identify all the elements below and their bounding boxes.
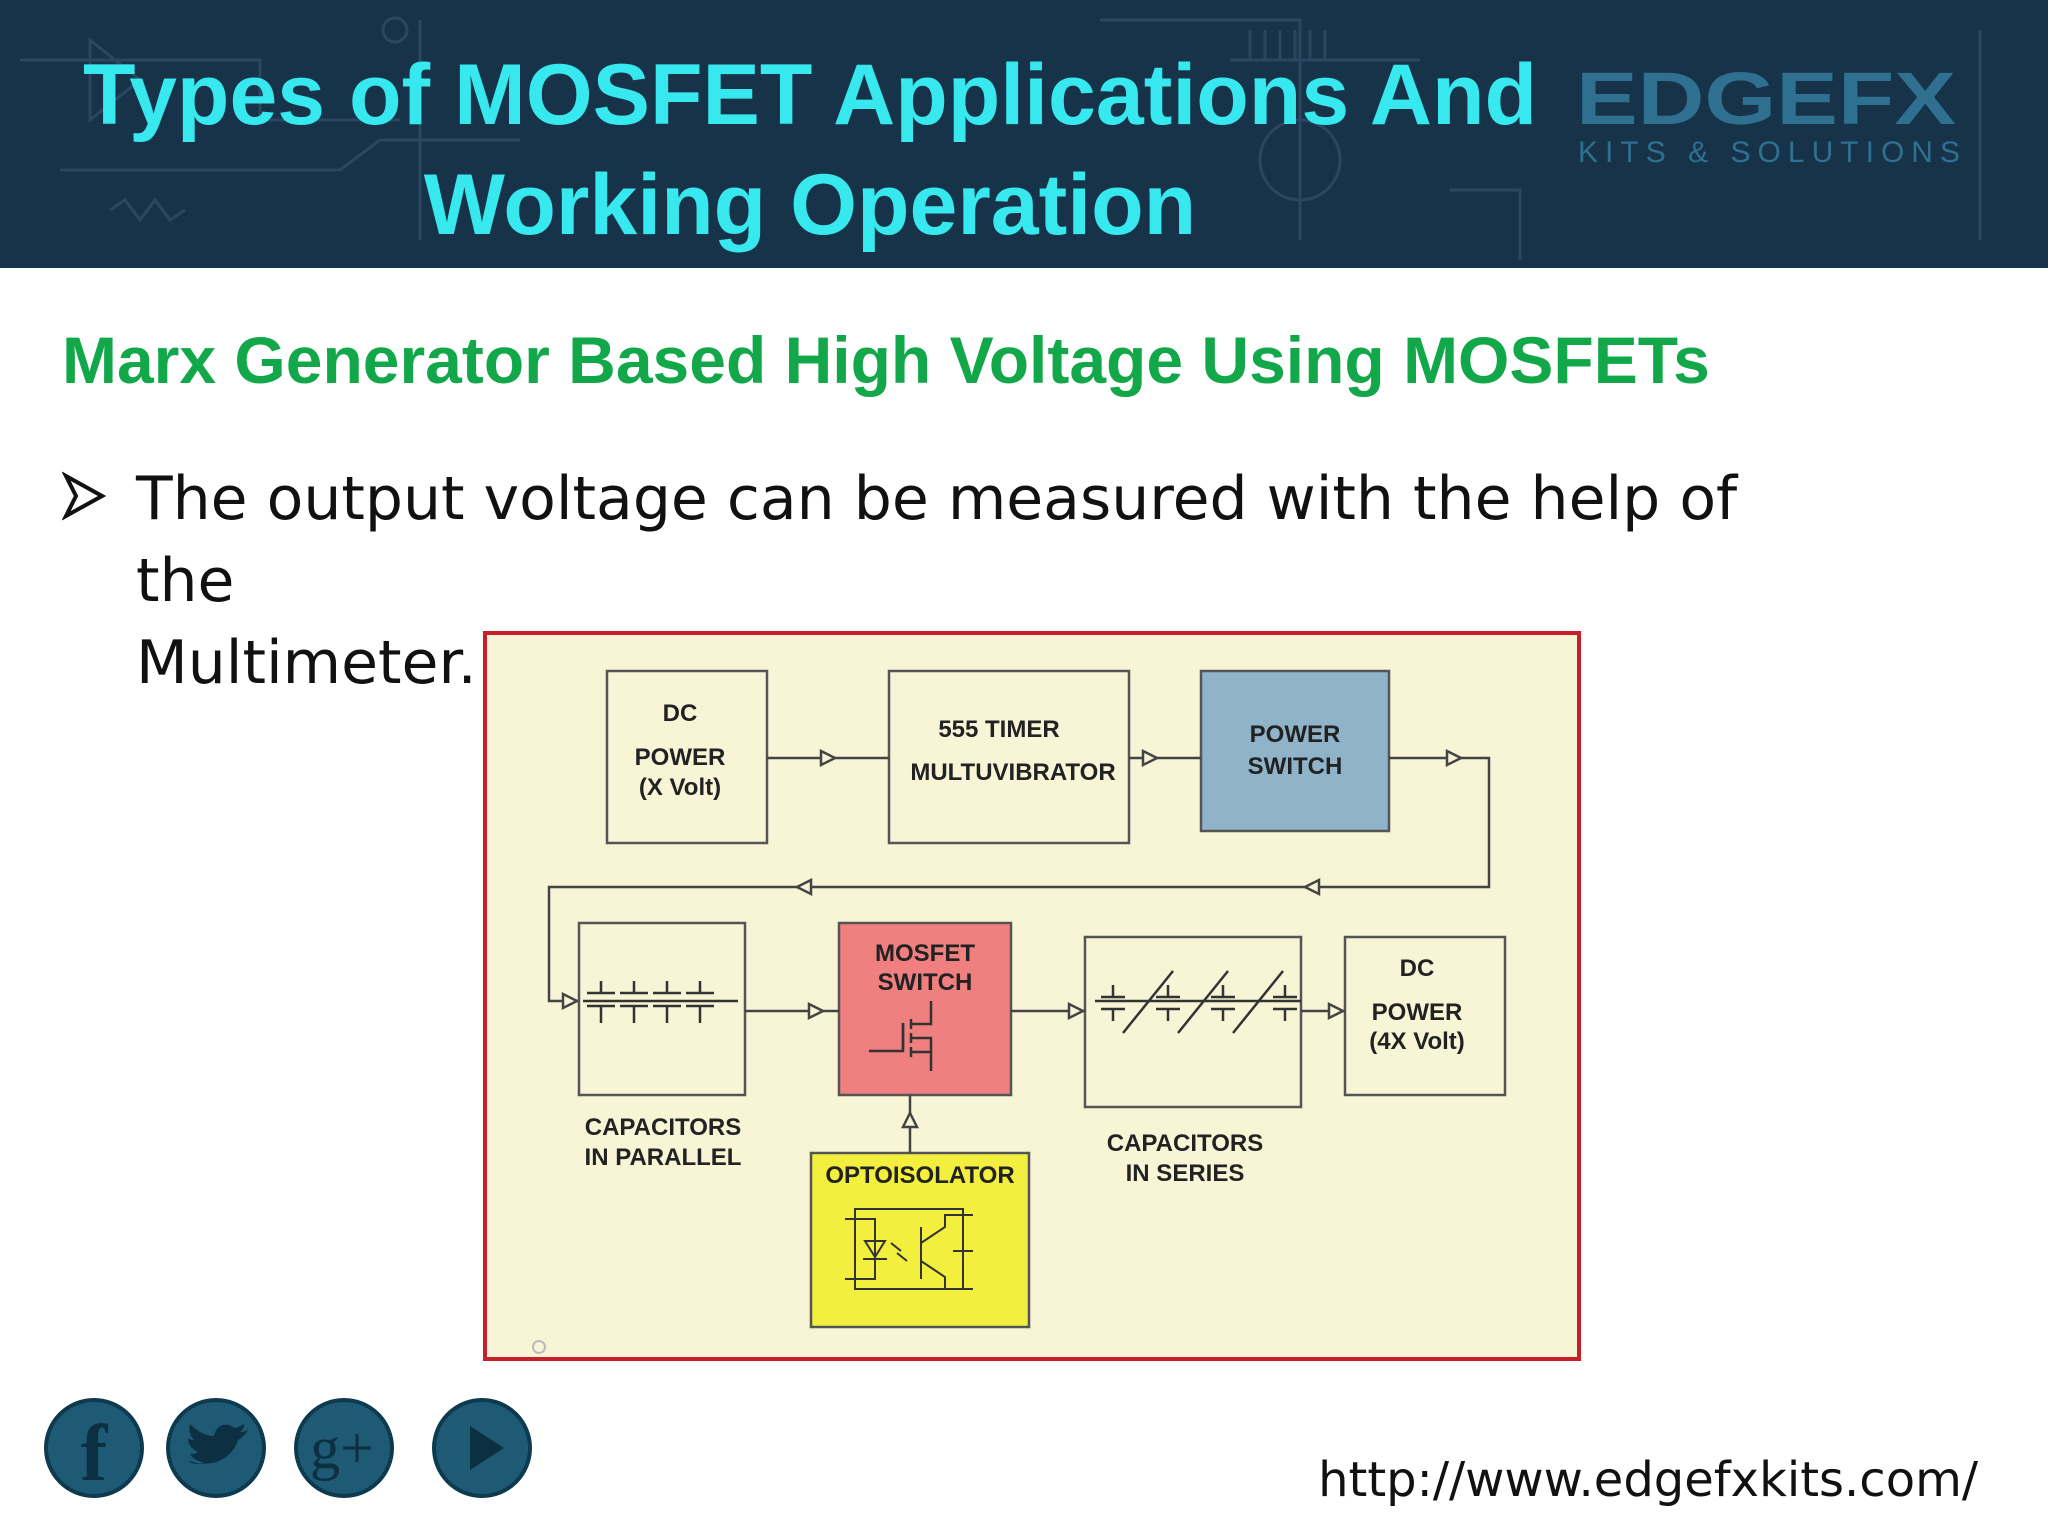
dc-power-in-label-1: DC xyxy=(663,700,698,727)
dc-power-input-block: DC POWER (X Volt) xyxy=(605,669,769,845)
flow-arrowheads xyxy=(561,748,1464,1011)
dc-power-out-label-3: (4X Volt) xyxy=(1369,1028,1465,1055)
bottom-flow-arrowheads xyxy=(807,1001,1346,1129)
logo-main-text: EDGEFX xyxy=(1576,62,1956,140)
svg-text:f: f xyxy=(81,1410,109,1498)
dc-power-out-label-1: DC xyxy=(1400,955,1435,982)
header-banner: Types of MOSFET Applications And Working… xyxy=(0,0,2048,268)
circuit-background-pattern xyxy=(20,16,1982,260)
timer-label-2: MULTUVIBRATOR xyxy=(910,759,1115,786)
google-plus-glyph: g+ xyxy=(310,1415,374,1481)
series-capacitors-block: CAPACITORS IN SERIES xyxy=(1083,935,1303,1187)
parallel-capacitors-block: CAPACITORS IN PARALLEL xyxy=(577,921,747,1171)
timer-label-1: 555 TIMER xyxy=(938,716,1059,743)
bullet-line-2: Multimeter. xyxy=(136,628,477,698)
section-heading: Marx Generator Based High Voltage Using … xyxy=(62,323,1710,397)
bullet-line-1: The output voltage can be measured with … xyxy=(136,464,1738,616)
cap-parallel-label-1: CAPACITORS xyxy=(585,1114,741,1141)
mosfet-switch-block: MOSFET SWITCH xyxy=(837,921,1013,1097)
dc-power-in-label-2: POWER xyxy=(635,744,726,771)
power-switch-block: POWER SWITCH xyxy=(1199,669,1391,833)
watermark-mark-icon xyxy=(532,1340,546,1354)
dc-power-output-block: DC POWER (4X Volt) xyxy=(1343,935,1507,1097)
timer-block: 555 TIMER MULTUVIBRATOR xyxy=(887,669,1131,845)
title-line-2: Working Operation xyxy=(423,157,1197,253)
mosfet-symbol-icon xyxy=(869,1001,933,1071)
cap-series-label-1: CAPACITORS xyxy=(1107,1130,1263,1157)
bullet-text: The output voltage can be measured with … xyxy=(136,458,1756,704)
facebook-icon[interactable]: f xyxy=(42,1396,146,1500)
logo-sub-text: KITS & SOLUTIONS xyxy=(1578,136,1960,169)
cap-series-label-2: IN SERIES xyxy=(1126,1160,1245,1187)
edgefx-logo: EDGEFX KITS & SOLUTIONS xyxy=(1576,62,1960,169)
twitter-icon[interactable] xyxy=(164,1396,268,1500)
page-title: Types of MOSFET Applications And Working… xyxy=(0,40,1620,260)
power-switch-label-1: POWER xyxy=(1250,721,1341,748)
dc-power-out-label-2: POWER xyxy=(1372,999,1463,1026)
optoisolator-block: OPTOISOLATOR xyxy=(809,1151,1031,1329)
title-line-1: Types of MOSFET Applications And xyxy=(82,47,1538,143)
power-switch-label-2: SWITCH xyxy=(1248,753,1343,780)
optocoupler-symbol-icon xyxy=(845,1208,973,1290)
footer-url-link[interactable]: http://www.edgefxkits.com/ xyxy=(1318,1452,1978,1508)
youtube-play-icon[interactable] xyxy=(430,1396,534,1500)
cap-parallel-label-2: IN PARALLEL xyxy=(585,1144,742,1171)
optoisolator-label: OPTOISOLATOR xyxy=(825,1162,1014,1189)
arrow-bullet-icon xyxy=(62,471,106,521)
mosfet-label-1: MOSFET xyxy=(875,940,975,967)
dc-power-in-label-3: (X Volt) xyxy=(639,774,721,801)
mosfet-label-2: SWITCH xyxy=(878,969,973,996)
marx-generator-block-diagram: DC POWER (X Volt) 555 TIMER MULTUVIBRATO… xyxy=(483,631,1581,1361)
google-plus-icon[interactable]: g+ xyxy=(292,1396,396,1500)
